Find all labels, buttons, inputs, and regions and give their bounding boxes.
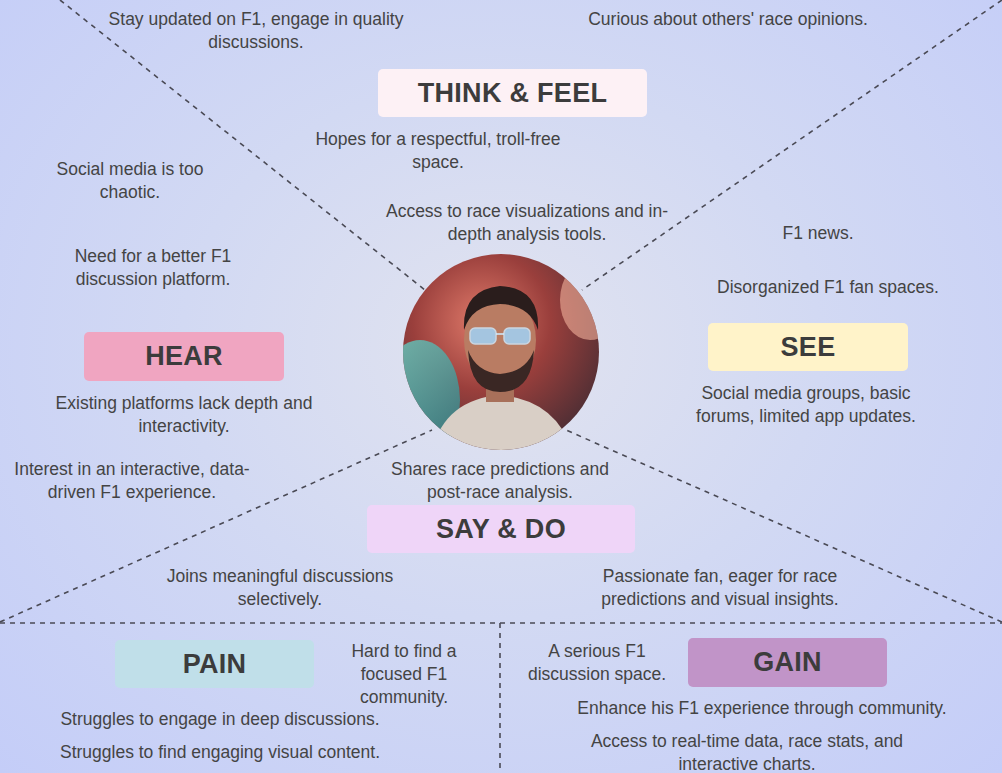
note-text: Passionate fan, eager for race predictio… [570, 565, 870, 611]
section-header: SEE [708, 323, 908, 371]
note-text: Curious about others' race opinions. [588, 8, 868, 31]
note-text: Social media groups, basic forums, limit… [681, 382, 931, 428]
note-text: F1 news. [738, 222, 898, 245]
note-text: Access to race visualizations and in-dep… [377, 200, 677, 246]
header-text: THINK & FEEL [418, 78, 608, 109]
section-header: THINK & FEEL [378, 69, 647, 117]
note-text: Struggles to engage in deep discussions. [10, 708, 430, 731]
note-text: Need for a better F1 discussion platform… [38, 245, 268, 291]
header-text: PAIN [183, 649, 247, 680]
note-text: Social media is too chaotic. [45, 158, 215, 204]
note-text: A serious F1 discussion space. [517, 640, 677, 686]
section-header: SAY & DO [367, 505, 635, 553]
header-text: SAY & DO [436, 514, 566, 545]
note-text: Disorganized F1 fan spaces. [678, 276, 978, 299]
header-text: HEAR [145, 341, 223, 372]
note-text: Joins meaningful discussions selectively… [135, 565, 425, 611]
avatar-illustration [380, 250, 620, 460]
section-header: HEAR [84, 332, 284, 381]
header-text: GAIN [753, 647, 822, 678]
note-text: Existing platforms lack depth and intera… [54, 392, 314, 438]
section-header: PAIN [115, 640, 314, 688]
note-text: Interest in an interactive, data-driven … [7, 458, 257, 504]
note-text: Shares race predictions and post-race an… [385, 458, 615, 504]
section-header: GAIN [688, 638, 887, 687]
note-text: Struggles to find engaging visual conten… [10, 741, 430, 764]
note-text: Enhance his F1 experience through commun… [527, 697, 997, 720]
note-text: Access to real-time data, race stats, an… [557, 730, 937, 773]
header-text: SEE [781, 332, 836, 363]
note-text: Hopes for a respectful, troll-free space… [288, 128, 588, 174]
note-text: Hard to find a focused F1 community. [334, 640, 474, 709]
note-text: Stay updated on F1, engage in quality di… [106, 8, 406, 54]
